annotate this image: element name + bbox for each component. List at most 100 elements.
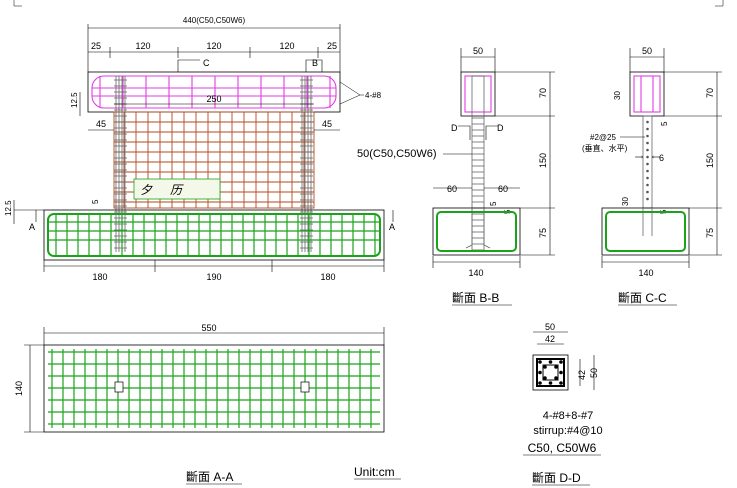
bb-footing-stirrup <box>436 211 517 252</box>
cut-a-right-label: A <box>389 222 395 232</box>
bb-h-mid: 150 <box>538 153 548 168</box>
bb-small5a: 5 <box>489 201 498 206</box>
bb-cap <box>460 71 496 117</box>
edge-left-label: 45 <box>96 119 106 129</box>
bb-cut-d-left-label: D <box>451 123 458 133</box>
section-cc: 50 30 5 #2@25 (垂直、水平) 6 30 5 70 150 75 <box>582 46 722 306</box>
bb-cut-d-right-label: D <box>497 123 504 133</box>
section-aa: 550 140 斷面 A-A <box>14 323 385 485</box>
cc-rebar-note: (垂直、水平) <box>582 143 628 153</box>
beam-h-label: 12.5 <box>70 92 79 108</box>
cc-bar-dot <box>646 148 649 152</box>
cc-small30a: 30 <box>613 91 622 100</box>
edge-right-label: 45 <box>322 119 332 129</box>
beam-dim-2: 120 <box>135 41 150 51</box>
cc-h-top: 70 <box>705 88 715 98</box>
cut-mark-b: B <box>312 58 318 68</box>
cap-beam-verticals <box>99 76 331 108</box>
label-char-1: 夕 <box>140 183 153 197</box>
bb-title: 斷面 B-B <box>452 291 499 305</box>
cc-title: 斷面 C-C <box>618 291 667 305</box>
bb-cap-stirrup <box>464 75 492 113</box>
cc-bar-dot <box>646 183 649 187</box>
cc-bar-dot <box>646 120 649 124</box>
cc-small30b: 30 <box>621 197 630 206</box>
cc-bar-dot <box>646 197 649 201</box>
cc-footing <box>601 207 690 256</box>
wall-outline <box>113 111 315 209</box>
cut-a-left-label: A <box>29 222 35 232</box>
cc-top-width: 50 <box>642 46 652 56</box>
dd-bar <box>554 376 558 380</box>
bb-wall-label: 50(C50,C50W6) <box>357 148 436 160</box>
aa-length: 550 <box>201 323 216 333</box>
beam-dim-3: 120 <box>206 41 221 51</box>
section-dd: 50 42 42 50 4-#8+8-#7 stirrup:#4@10 C50,… <box>523 322 603 486</box>
dd-bar <box>559 360 563 364</box>
dd-bar <box>559 381 563 385</box>
cc-wall-bars <box>646 120 649 201</box>
label-plate <box>133 178 221 200</box>
unit-label: Unit:cm <box>354 465 395 479</box>
cut-line-b <box>305 59 323 72</box>
bb-cut-d-left <box>458 125 471 140</box>
elevation-view: 440(C50,C50W6) 25 120 120 120 25 C B 4-#… <box>4 16 395 282</box>
cc-bar-dot <box>646 141 649 145</box>
dd-bar <box>543 365 547 369</box>
dd-stirrup-label: stirrup:#4@10 <box>533 425 602 437</box>
cc-bar-dot <box>646 155 649 159</box>
bb-column-ties <box>472 117 484 245</box>
beam-dim-5: 25 <box>327 41 337 51</box>
cc-h-bot: 75 <box>705 228 715 238</box>
dd-bar <box>538 370 542 375</box>
bottom-dim-2: 190 <box>206 272 221 282</box>
aa-column-left <box>114 381 124 393</box>
beam-dim-1: 25 <box>91 41 101 51</box>
dd-inner-tie <box>542 364 559 381</box>
bb-hook <box>483 208 491 249</box>
overall-dim-label: 440(C50,C50W6) <box>183 16 246 25</box>
cut-line-c <box>177 59 200 72</box>
dd-outline <box>532 354 569 391</box>
wall-len-label: 250 <box>206 94 221 104</box>
dd-w-inner: 42 <box>545 334 555 344</box>
cc-side6: 6 <box>659 153 664 163</box>
cc-bar-dot <box>646 162 649 166</box>
bb-cut-d-right <box>485 125 498 140</box>
dd-stirrup <box>536 358 565 387</box>
dd-bar <box>538 360 542 364</box>
dd-h-inner: 42 <box>577 370 587 380</box>
bb-h-bot: 75 <box>538 228 548 238</box>
bottom-dim-3: 180 <box>320 272 335 282</box>
bb-top-width: 50 <box>473 46 483 56</box>
cc-small5a: 5 <box>660 121 669 126</box>
dd-rebar: 4-#8+8-#7 <box>543 410 593 422</box>
foundation-outline <box>43 209 385 261</box>
dd-bar <box>538 381 542 385</box>
found-left-label: 12.5 <box>4 200 13 216</box>
dd-bar <box>543 376 547 380</box>
foundation-rebar-grid <box>48 214 380 256</box>
aa-rebar-grid <box>48 349 380 428</box>
aa-outline <box>43 344 385 433</box>
cc-bar-dot <box>646 169 649 173</box>
aa-column-right <box>300 381 310 393</box>
dd-title: 斷面 D-D <box>532 471 581 485</box>
rebar-leader <box>339 81 364 96</box>
bb-bottom-width: 140 <box>468 268 483 278</box>
cc-h-mid: 150 <box>705 153 715 168</box>
bb-hook <box>465 208 473 249</box>
corner-mark <box>13 0 22 7</box>
found-small5: 5 <box>91 199 100 204</box>
bb-side-right: 60 <box>498 184 508 194</box>
cc-bar-dot <box>646 190 649 194</box>
cc-bar-dot <box>646 127 649 131</box>
label-char-2: 历 <box>170 183 184 197</box>
cc-footing-stirrup <box>605 211 686 252</box>
cc-rebar: #2@25 <box>590 133 616 142</box>
corner-mark <box>715 0 724 7</box>
cc-bottom-width: 140 <box>638 268 653 278</box>
dd-bars <box>538 360 563 385</box>
rebar-leader <box>339 94 361 105</box>
